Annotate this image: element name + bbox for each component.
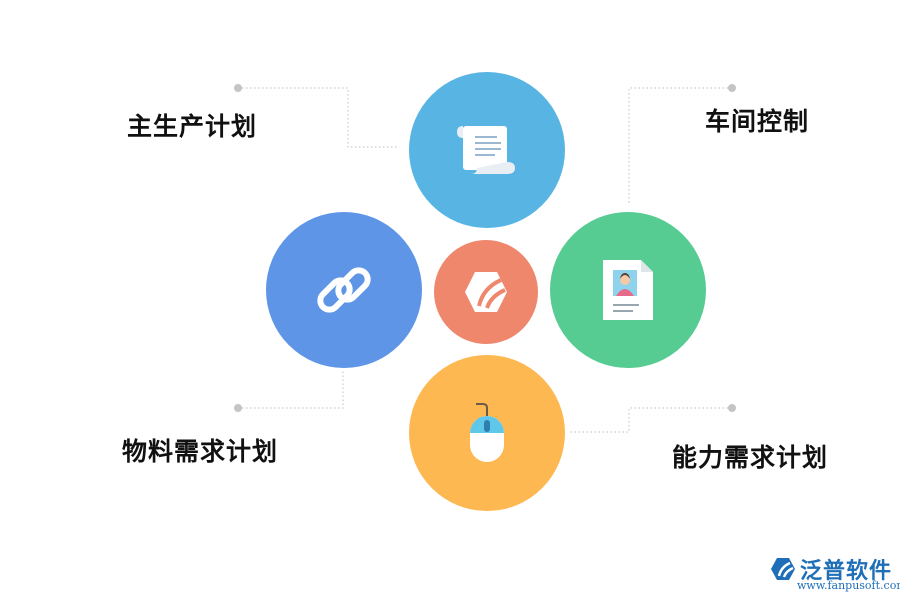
center-circle	[434, 240, 538, 344]
brand-logo-icon	[465, 272, 507, 312]
connector-dot-workshop	[728, 84, 736, 92]
scroll-document-icon	[457, 126, 515, 174]
connector-dot-material	[234, 404, 242, 412]
label-capacity: 能力需求计划	[672, 443, 829, 472]
master-plan-circle	[409, 72, 565, 228]
label-workshop: 车间控制	[705, 107, 810, 136]
workshop-circle	[550, 212, 706, 368]
connector-material	[238, 370, 344, 409]
connector-workshop	[628, 87, 732, 205]
brand-url: www.fanpusoft.com	[797, 579, 900, 592]
material-circle	[266, 212, 422, 368]
chain-link-icon	[317, 267, 371, 313]
brand-logo: 泛普软件	[770, 553, 892, 585]
connector-dot-capacity	[728, 404, 736, 412]
brand-mark-icon	[771, 558, 795, 580]
label-material: 物料需求计划	[122, 437, 279, 466]
capacity-circle	[409, 355, 565, 511]
connector-capacity	[568, 407, 732, 433]
mouse-icon	[470, 403, 504, 462]
connector-dot-master-plan	[234, 84, 242, 92]
connector-master-plan	[238, 87, 398, 148]
brand-name: 泛普软件	[800, 559, 893, 584]
id-card-icon	[603, 260, 653, 320]
label-master-plan: 主生产计划	[127, 112, 258, 141]
